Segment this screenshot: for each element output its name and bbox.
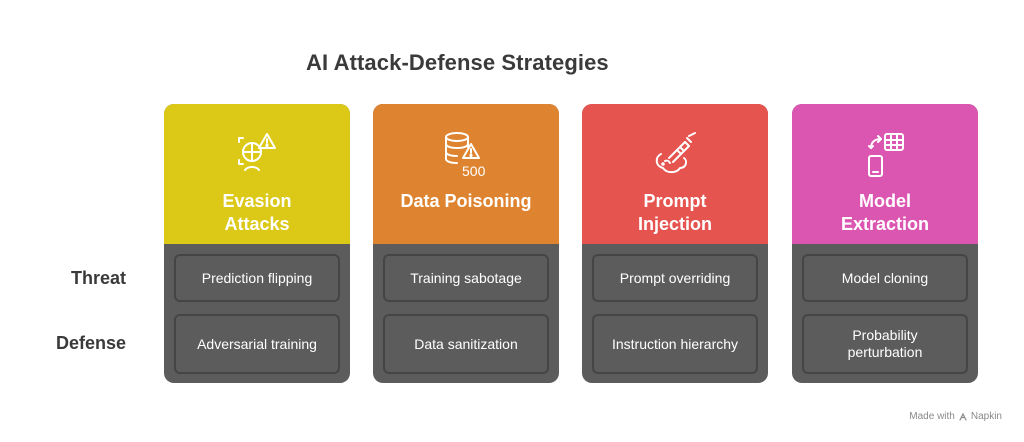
card-title-line: Injection xyxy=(637,214,712,234)
card-title-line: Evasion xyxy=(222,191,292,211)
card-title-line: Model xyxy=(859,191,911,211)
watermark-prefix: Made with xyxy=(909,411,955,422)
defense-cell: Probability perturbation xyxy=(802,314,968,374)
defense-cell: Data sanitization xyxy=(383,314,549,374)
threat-cell: Model cloning xyxy=(802,254,968,302)
defense-line: perturbation xyxy=(847,344,923,360)
diagram-title: AI Attack-Defense Strategies xyxy=(306,50,609,75)
card-model-extraction: Model Extraction Model cloning Probabili… xyxy=(792,104,978,383)
defense-line: Probability xyxy=(852,327,918,343)
card-header: Evasion Attacks xyxy=(164,104,350,244)
card-title-line: Extraction xyxy=(840,214,930,234)
phone-table-transfer-icon xyxy=(857,126,913,182)
defense-cell: Adversarial training xyxy=(174,314,340,374)
card-header: 500 Data Poisoning xyxy=(373,104,559,244)
defense-cell: Instruction hierarchy xyxy=(592,314,758,374)
card-prompt-injection: Prompt Injection Prompt overriding Instr… xyxy=(582,104,768,383)
card-title: Data Poisoning xyxy=(381,190,551,213)
row-label-defense: Defense xyxy=(55,333,126,353)
database-warning-icon: 500 xyxy=(438,126,494,182)
card-title: Evasion Attacks xyxy=(172,190,342,236)
syringe-brain-icon xyxy=(647,126,703,182)
card-title-line: Attacks xyxy=(224,214,290,234)
threat-cell: Prompt overriding xyxy=(592,254,758,302)
card-header: Prompt Injection xyxy=(582,104,768,244)
card-header: Model Extraction xyxy=(792,104,978,244)
napkin-logo-icon xyxy=(959,412,967,421)
row-label-threat: Threat xyxy=(70,268,126,288)
card-title-line: Prompt xyxy=(643,191,707,211)
card-title: Model Extraction xyxy=(800,190,970,236)
watermark-brand: Napkin xyxy=(970,411,1002,422)
card-evasion-attacks: Evasion Attacks Prediction flipping Adve… xyxy=(164,104,350,383)
threat-cell: Training sabotage xyxy=(383,254,549,302)
card-data-poisoning: 500 Data Poisoning Training sabotage Dat… xyxy=(373,104,559,383)
card-title-line: Data Poisoning xyxy=(400,191,532,211)
card-title: Prompt Injection xyxy=(590,190,760,236)
threat-cell: Prediction flipping xyxy=(174,254,340,302)
napkin-watermark[interactable]: Made with Napkin xyxy=(909,411,1002,422)
face-warning-icon xyxy=(229,126,285,182)
icon-number: 500 xyxy=(462,163,486,179)
